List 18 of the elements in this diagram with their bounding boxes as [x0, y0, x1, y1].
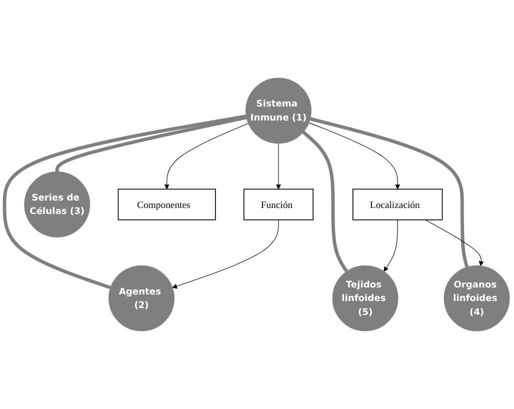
connector [55, 116, 247, 172]
node-box: Localización [352, 188, 443, 220]
arrow [172, 220, 279, 289]
connector [2, 114, 247, 290]
node-circle: Sistema Inmune (1) [246, 78, 312, 144]
node-circle: Tejidos linfoides (5) [332, 265, 398, 332]
node-circle: Organos linfoides (4) [444, 265, 510, 332]
arrow [308, 122, 400, 190]
connector [302, 130, 348, 272]
arrow [164, 123, 249, 190]
arrow [384, 220, 398, 272]
node-circle: Agentes (2) [108, 265, 174, 332]
arrow [425, 220, 484, 266]
arrow [276, 143, 281, 190]
connector [310, 117, 469, 268]
node-box: Componentes [118, 188, 216, 220]
node-box: Función [243, 188, 314, 220]
node-circle: Series de Células (3) [24, 172, 90, 238]
